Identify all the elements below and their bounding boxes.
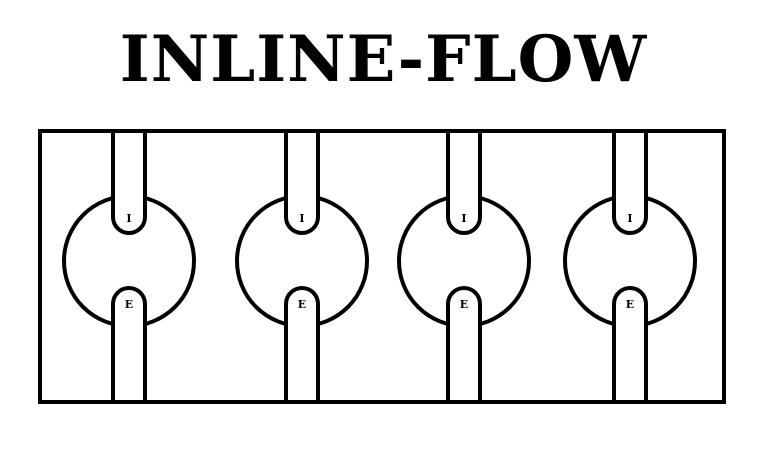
engine-block — [38, 129, 726, 404]
exhaust-port — [284, 286, 320, 400]
intake-port — [446, 133, 482, 235]
intake-port — [284, 133, 320, 235]
exhaust-label: E — [626, 298, 634, 311]
exhaust-port — [111, 286, 147, 400]
cylinder-3: IE — [397, 133, 531, 400]
intake-label: I — [299, 212, 304, 225]
intake-port — [111, 133, 147, 235]
cylinder-4: IE — [563, 133, 697, 400]
exhaust-port — [446, 286, 482, 400]
intake-port — [612, 133, 648, 235]
cylinder-2: IE — [235, 133, 369, 400]
cylinder-1: IE — [62, 133, 196, 400]
intake-label: I — [126, 212, 131, 225]
intake-label: I — [461, 212, 466, 225]
exhaust-label: E — [460, 298, 468, 311]
exhaust-label: E — [125, 298, 133, 311]
intake-label: I — [627, 212, 632, 225]
exhaust-port — [612, 286, 648, 400]
exhaust-label: E — [298, 298, 306, 311]
diagram-title: INLINE-FLOW — [119, 22, 648, 97]
